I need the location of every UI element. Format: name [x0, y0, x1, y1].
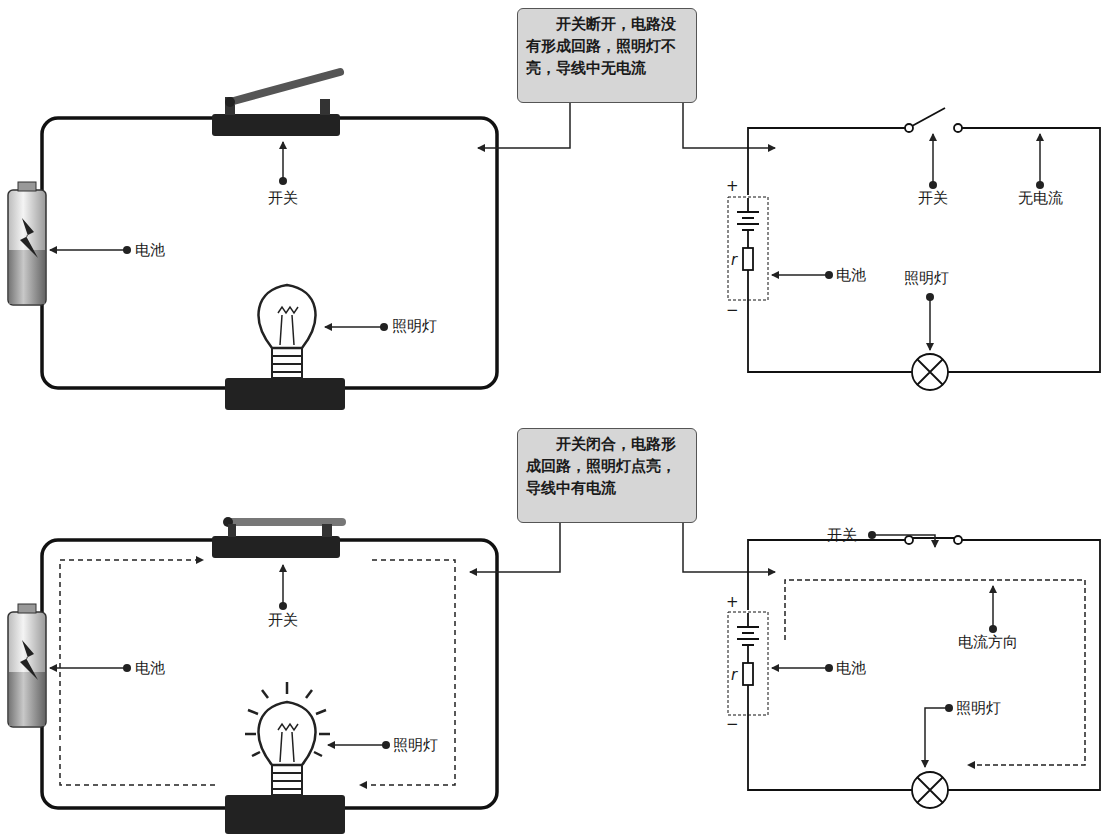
- status-label: 无电流: [1018, 190, 1063, 207]
- part-label: 电池: [836, 660, 866, 677]
- callout-box: 开关断开，电路没有形成回路，照明灯不亮，导线中无电流: [517, 8, 697, 103]
- closed-circuit-picture: [8, 517, 497, 834]
- part-label: 开关: [918, 190, 948, 207]
- open-circuit-picture: [8, 72, 497, 410]
- callout-box: 开关闭合，电路形成回路，照明灯点亮，导线中有电流: [517, 428, 697, 523]
- part-label: 开关: [268, 190, 298, 207]
- resistance-symbol-label: r: [731, 252, 737, 269]
- polarity-sign: +: [726, 594, 739, 611]
- resistance-symbol-label: r: [731, 667, 737, 684]
- part-label: 电池: [836, 267, 866, 284]
- part-label: 开关: [268, 612, 298, 629]
- callout-text: 开关断开，电路没有形成回路，照明灯不亮，导线中无电流: [526, 14, 688, 79]
- part-label: 照明灯: [956, 700, 1001, 717]
- part-label: 电池: [135, 660, 165, 677]
- part-label: 电池: [135, 242, 165, 259]
- part-label: 照明灯: [392, 318, 437, 335]
- polarity-sign: −: [726, 716, 739, 733]
- part-label: 开关: [827, 527, 857, 544]
- callout-text: 开关闭合，电路形成回路，照明灯点亮，导线中有电流: [526, 434, 688, 499]
- closed-circuit-schematic: [728, 536, 1100, 808]
- polarity-sign: +: [726, 178, 739, 195]
- part-label: 照明灯: [393, 737, 438, 754]
- open-circuit-schematic: [728, 108, 1100, 390]
- polarity-sign: −: [726, 302, 739, 319]
- part-label: 照明灯: [904, 270, 949, 287]
- direction-label: 电流方向: [958, 634, 1018, 651]
